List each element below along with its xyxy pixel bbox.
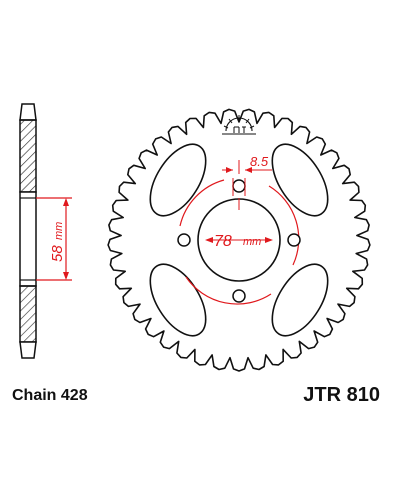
sprocket-face: 78 mm 8.5 bbox=[107, 108, 371, 372]
pcd-dimension: 78 mm bbox=[179, 179, 300, 305]
side-profile-lower-section bbox=[19, 285, 37, 343]
pcd-dimension-unit: mm bbox=[243, 236, 261, 248]
lightening-cutouts bbox=[149, 143, 329, 337]
side-profile-bottom-tooth bbox=[19, 341, 37, 359]
side-profile-top-tooth bbox=[19, 103, 37, 121]
side-dimension-value: 58 bbox=[49, 245, 66, 262]
side-profile-upper-section bbox=[19, 119, 37, 193]
pcd-arc bbox=[185, 276, 272, 305]
bolt-hole bbox=[232, 289, 246, 303]
bolt-hole bbox=[232, 179, 246, 193]
side-profile-hub-section bbox=[19, 191, 37, 287]
bolt-hole-dimension: 8.5 bbox=[222, 154, 272, 210]
chain-size-label: Chain 428 bbox=[12, 387, 88, 404]
bolt-hole bbox=[287, 233, 301, 247]
bolt-hole bbox=[177, 233, 191, 247]
sprocket-side-profile bbox=[19, 103, 37, 359]
lightening-cutout bbox=[149, 143, 207, 217]
lightening-cutout bbox=[271, 263, 329, 337]
bolt-holes bbox=[177, 179, 301, 303]
jt-sprockets-emblem-icon bbox=[222, 115, 256, 135]
pcd-arc bbox=[179, 179, 225, 227]
pcd-arc bbox=[268, 185, 300, 266]
pcd-dimension-value: 78 bbox=[214, 233, 232, 250]
side-dimension-unit: mm bbox=[53, 222, 65, 240]
part-number-label: JTR 810 bbox=[303, 384, 380, 406]
lightening-cutout bbox=[271, 143, 329, 217]
bolt-hole-dimension-value: 8.5 bbox=[250, 154, 269, 169]
side-dimension: 58 mm bbox=[36, 197, 72, 281]
